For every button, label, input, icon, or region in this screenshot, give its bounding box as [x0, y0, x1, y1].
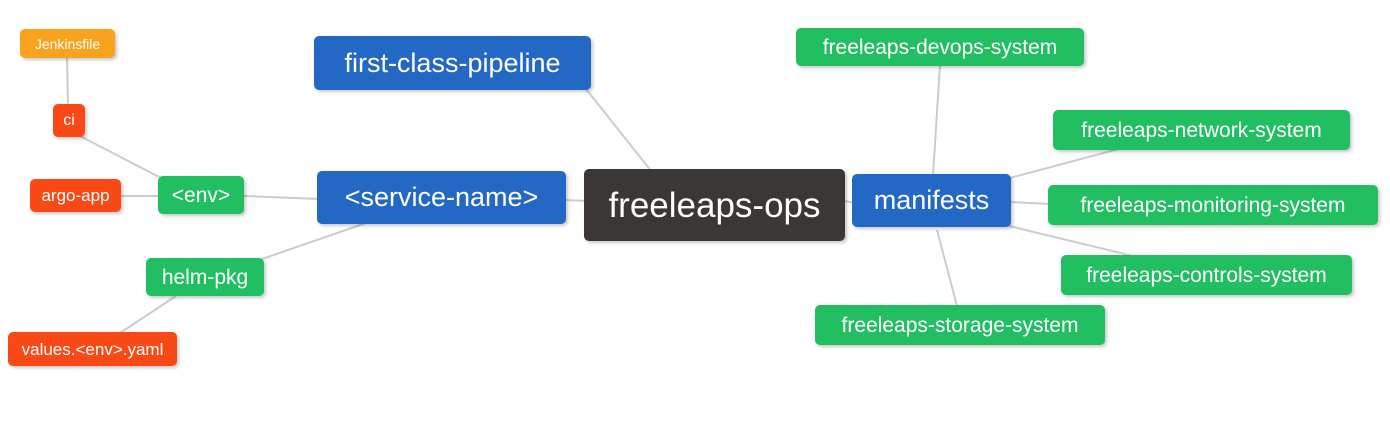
- node-first-class-pipeline[interactable]: first-class-pipeline: [314, 36, 591, 90]
- edge-manifests-to-freeleaps-storage-system: [936, 229, 958, 307]
- edge-env-to-service-name: [243, 195, 321, 200]
- node-freeleaps-monitoring-system[interactable]: freeleaps-monitoring-system: [1048, 185, 1378, 225]
- node-argo-app[interactable]: argo-app: [30, 179, 121, 212]
- node-freeleaps-storage-system[interactable]: freeleaps-storage-system: [815, 305, 1105, 345]
- node-freeleaps-ops[interactable]: freeleaps-ops: [584, 169, 845, 241]
- node-manifests[interactable]: manifests: [852, 174, 1011, 227]
- edge-manifests-to-freeleaps-monitoring-system: [1009, 201, 1051, 205]
- edge-manifests-to-freeleaps-network-system: [1009, 147, 1123, 179]
- edge-jenkinsfile-to-ci: [66, 57, 69, 107]
- node-jenkinsfile[interactable]: Jenkinsfile: [20, 29, 115, 58]
- edge-first-class-pipeline-to-freeleaps-ops: [585, 88, 653, 173]
- edge-service-name-to-freeleaps-ops: [565, 199, 587, 202]
- edge-ci-to-env: [77, 134, 168, 182]
- edge-manifests-to-freeleaps-devops-system: [932, 64, 941, 176]
- edge-helm-pkg-to-service-name: [261, 222, 367, 260]
- node-env[interactable]: <env>: [158, 176, 244, 214]
- node-freeleaps-network-system[interactable]: freeleaps-network-system: [1053, 110, 1350, 150]
- node-freeleaps-devops-system[interactable]: freeleaps-devops-system: [796, 28, 1084, 66]
- edge-values-env-yaml-to-helm-pkg: [119, 295, 177, 334]
- node-values-env-yaml[interactable]: values.<env>.yaml: [8, 332, 177, 366]
- node-helm-pkg[interactable]: helm-pkg: [146, 258, 264, 296]
- node-ci[interactable]: ci: [53, 104, 85, 137]
- node-service-name[interactable]: <service-name>: [317, 171, 566, 224]
- edge-manifests-to-freeleaps-controls-system: [1008, 225, 1138, 258]
- node-freeleaps-controls-system[interactable]: freeleaps-controls-system: [1061, 255, 1352, 295]
